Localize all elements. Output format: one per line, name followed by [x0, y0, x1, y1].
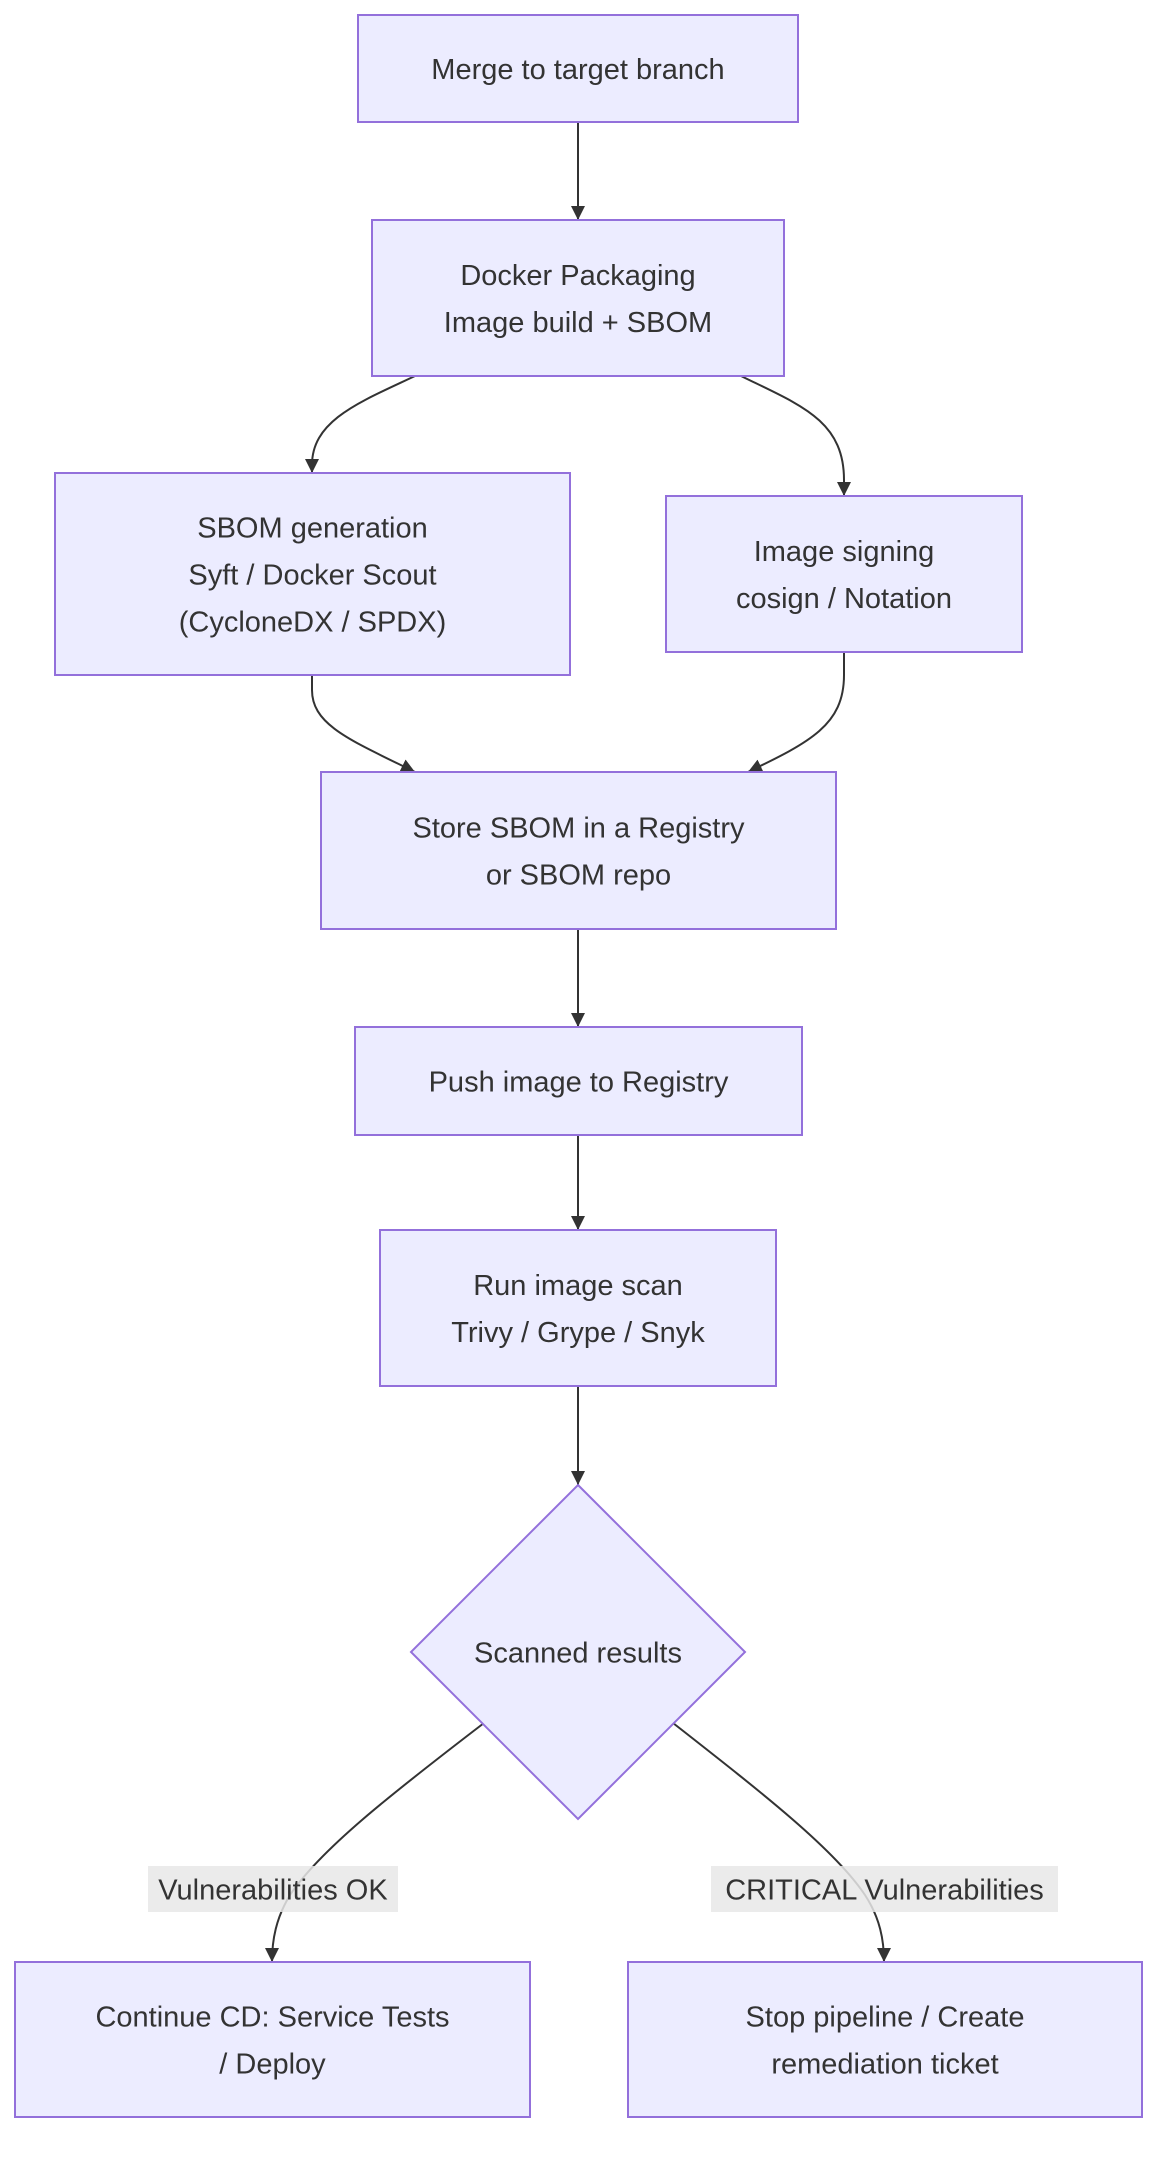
node-push[interactable]: Push image to Registry	[354, 1026, 803, 1136]
process-box-shape	[354, 1026, 803, 1136]
node-store[interactable]: Store SBOM in a Registry or SBOM repo	[320, 771, 837, 930]
node-results[interactable]: Scanned results	[409, 1483, 747, 1821]
node-label-line: Store SBOM in a Registry	[413, 812, 745, 844]
edge-results-to-continue	[265, 1722, 485, 1963]
node-label-line: Image signing	[754, 536, 935, 568]
node-label-line: / Deploy	[219, 2048, 326, 2080]
process-box-shape	[371, 219, 785, 377]
node-label-line: remediation ticket	[771, 2048, 998, 2080]
node-stop[interactable]: Stop pipeline / Create remediation ticket	[627, 1961, 1143, 2118]
process-box-shape	[665, 495, 1023, 653]
process-box-shape	[14, 1961, 531, 2118]
process-box-shape	[54, 472, 571, 676]
node-label-line: Continue CD: Service Tests	[95, 2001, 449, 2033]
node-signing[interactable]: Image signing cosign / Notation	[665, 495, 1023, 653]
node-label-line: cosign / Notation	[736, 583, 952, 615]
edge-sbom-to-store	[311, 675, 416, 773]
node-merge[interactable]: Merge to target branch	[357, 14, 799, 123]
node-continue[interactable]: Continue CD: Service Tests / Deploy	[14, 1961, 531, 2118]
edge-label-results-to-stop: CRITICAL Vulnerabilities	[711, 1866, 1058, 1912]
decision-diamond-shape	[409, 1483, 747, 1821]
edge-docker-to-signing	[740, 375, 851, 496]
edge-label-results-to-continue: Vulnerabilities OK	[148, 1866, 398, 1912]
node-label-line: Push image to Registry	[429, 1066, 729, 1098]
edge-label-text: Vulnerabilities OK	[158, 1874, 388, 1906]
edge-docker-to-sbom	[305, 375, 416, 473]
node-label-line: Trivy / Grype / Snyk	[451, 1317, 705, 1349]
node-label-line: or SBOM repo	[486, 859, 671, 891]
node-label-line: Syft / Docker Scout	[188, 559, 436, 591]
node-label-line: SBOM generation	[197, 512, 428, 544]
node-label-line: Image build + SBOM	[444, 307, 712, 339]
edge-results-to-stop	[672, 1722, 891, 1963]
node-label-line: Docker Packaging	[460, 260, 695, 292]
edge-label-text: CRITICAL Vulnerabilities	[725, 1874, 1044, 1906]
process-box-shape	[357, 14, 799, 123]
node-label-line: Stop pipeline / Create	[746, 2001, 1025, 2033]
edge-label-background	[711, 1866, 1058, 1912]
edge-signing-to-store	[747, 652, 845, 773]
node-label-line: (CycloneDX / SPDX)	[179, 606, 447, 638]
edge-label-background	[148, 1866, 398, 1912]
node-label-line: Scanned results	[474, 1637, 682, 1669]
node-label-line: Merge to target branch	[431, 54, 724, 86]
process-box-shape	[320, 771, 837, 930]
process-box-shape	[627, 1961, 1143, 2118]
node-label-line: Run image scan	[473, 1270, 683, 1302]
process-box-shape	[379, 1229, 777, 1387]
